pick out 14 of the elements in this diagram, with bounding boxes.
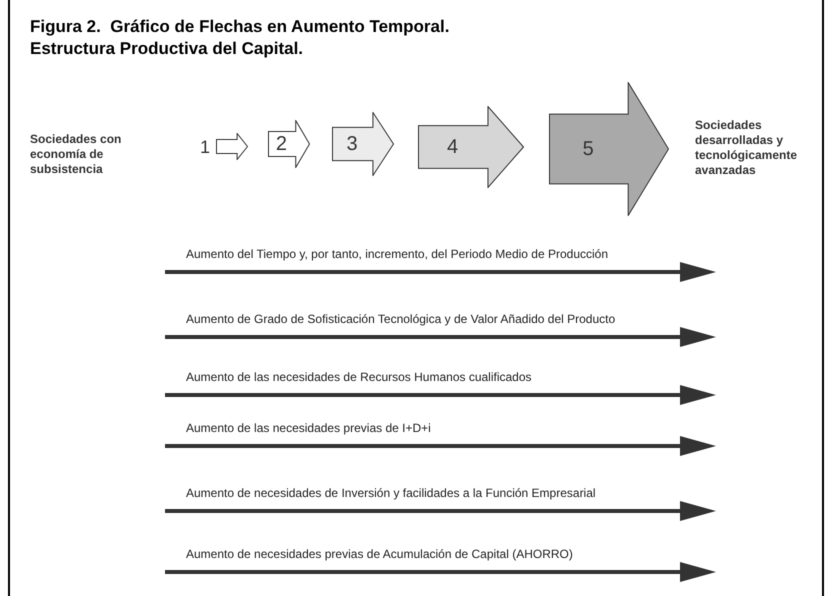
arrow-caption: Aumento de necesidades previas de Acumulación de Capital (AHORRO) [186,547,573,561]
step-number: 1 [200,136,210,158]
arrow-caption: Aumento del Tiempo y, por tanto, incremento, del Periodo Medio de Producción [186,247,608,261]
step-number: 3 [346,133,358,155]
step-number: 5 [582,138,594,160]
arrow-caption: Aumento de las necesidades previas de I+D+i [186,421,431,435]
arrow-caption: Aumento de necesidades de Inversión y facilidades a la Función Empresarial [186,486,596,500]
step-number: 2 [276,133,287,155]
arrow-caption: Aumento de las necesidades de Recursos Humanos cualificados [186,370,532,384]
society-label: Sociedades con economía de subsistencia [30,132,122,177]
step-number: 4 [446,136,458,158]
arrow-caption: Aumento de Grado de Sofisticación Tecnológica y de Valor Añadido del Producto [186,312,616,326]
figure-title: Figura 2. Gráfico de Flechas en Aumento Temporal. Estructura Productiva del Capital. [30,16,450,60]
society-label: Sociedades desarrolladas y tecnológicamente avanzadas [695,118,798,178]
